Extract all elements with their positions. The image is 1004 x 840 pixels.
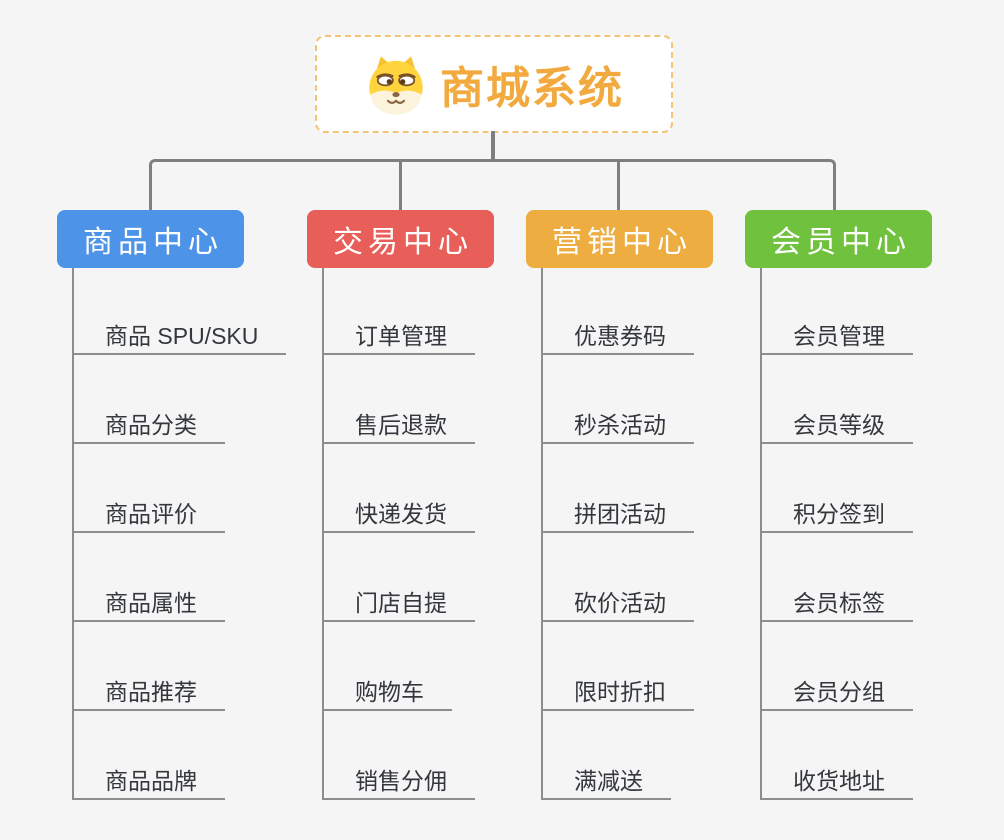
- branch-connector-drop: [399, 160, 402, 210]
- branch-trade-center: 交易中心 订单管理 售后退款 快递发货 门店自提 购物车 销售分佣: [307, 210, 587, 810]
- leaf-node[interactable]: 门店自提: [322, 582, 475, 622]
- leaf-node[interactable]: 砍价活动: [541, 582, 694, 622]
- branch-connector-frame: [149, 159, 836, 210]
- leaf-node[interactable]: 会员等级: [760, 404, 913, 444]
- branch-marketing-center: 营销中心 优惠券码 秒杀活动 拼团活动 砍价活动 限时折扣 满减送: [526, 210, 806, 810]
- leaf-node[interactable]: 会员分组: [760, 671, 913, 711]
- leaf-node[interactable]: 拼团活动: [541, 493, 694, 533]
- leaf-node[interactable]: 商品评价: [72, 493, 225, 533]
- branch-spine: [322, 268, 324, 800]
- branch-node-marketing-center[interactable]: 营销中心: [526, 210, 713, 268]
- root-stem-connector: [491, 131, 495, 162]
- leaf-node[interactable]: 订单管理: [322, 315, 475, 355]
- branch-spine: [72, 268, 74, 800]
- leaf-node[interactable]: 商品品牌: [72, 760, 225, 800]
- leaf-node[interactable]: 积分签到: [760, 493, 913, 533]
- branch-product-center: 商品中心 商品 SPU/SKU 商品分类 商品评价 商品属性 商品推荐 商品品牌: [57, 210, 337, 810]
- leaf-node[interactable]: 快递发货: [322, 493, 475, 533]
- doge-face-icon: [369, 56, 423, 115]
- root-title: 商城系统: [440, 64, 624, 113]
- leaf-node[interactable]: 会员管理: [760, 315, 913, 355]
- branch-node-trade-center[interactable]: 交易中心: [307, 210, 494, 268]
- leaf-node[interactable]: 商品 SPU/SKU: [72, 315, 287, 355]
- leaf-node[interactable]: 销售分佣: [322, 760, 475, 800]
- leaf-node[interactable]: 商品推荐: [72, 671, 225, 711]
- leaf-node[interactable]: 收货地址: [760, 760, 913, 800]
- branch-member-center: 会员中心 会员管理 会员等级 积分签到 会员标签 会员分组 收货地址: [745, 210, 1004, 810]
- leaf-node[interactable]: 售后退款: [322, 404, 475, 444]
- leaf-node[interactable]: 优惠券码: [541, 315, 694, 355]
- leaf-node[interactable]: 秒杀活动: [541, 404, 694, 444]
- leaf-node[interactable]: 商品分类: [72, 404, 225, 444]
- branch-spine: [760, 268, 762, 800]
- leaf-node[interactable]: 满减送: [541, 760, 671, 800]
- branch-node-member-center[interactable]: 会员中心: [745, 210, 932, 268]
- leaf-node[interactable]: 会员标签: [760, 582, 913, 622]
- branch-spine: [541, 268, 543, 800]
- leaf-node[interactable]: 限时折扣: [541, 671, 694, 711]
- leaf-node[interactable]: 购物车: [322, 671, 452, 711]
- root-node[interactable]: 商城系统: [315, 35, 673, 133]
- branch-connector-drop: [617, 160, 620, 210]
- leaf-node[interactable]: 商品属性: [72, 582, 225, 622]
- branch-node-product-center[interactable]: 商品中心: [57, 210, 244, 268]
